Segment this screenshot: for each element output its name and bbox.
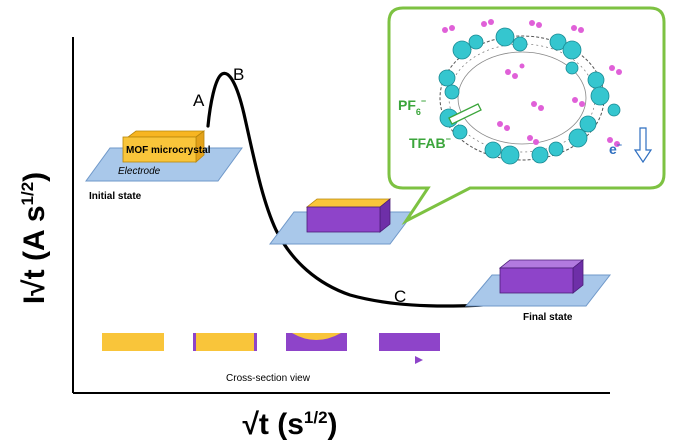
final-state-label: Final state <box>523 312 573 323</box>
x-axis-label: √t (s1/2) <box>242 408 337 441</box>
final-state-illustration: Final state <box>464 259 612 323</box>
cross-section-label: Cross-section view <box>226 373 311 384</box>
electron-flow-arrow <box>633 127 653 164</box>
initial-crystal-top <box>126 130 206 138</box>
anion-label-tfab: TFAB− <box>409 134 451 151</box>
intermediate-state-illustration <box>269 198 415 245</box>
initial-crystal-label: MOF microcrystal <box>126 145 211 156</box>
final-crystal-front <box>499 267 574 294</box>
cross-section-1 <box>102 333 164 351</box>
final-crystal-top <box>498 259 585 269</box>
inset-callout-frame <box>387 6 666 225</box>
initial-crystal-front <box>122 136 197 163</box>
current-transient-curve <box>206 71 494 308</box>
cross-section-3 <box>286 333 347 351</box>
initial-state-label: Initial state <box>89 191 142 202</box>
anion-flow-arrow <box>448 103 482 125</box>
y-axis-label: I√t (A s1/2) <box>18 172 51 304</box>
cross-section-2 <box>193 333 257 351</box>
electron-label: e− <box>609 140 622 157</box>
anion-label-pf6: PF6− <box>398 96 426 117</box>
anion-molecules <box>442 19 622 147</box>
mof-structure-inset: PF6− TFAB− e− <box>387 6 666 225</box>
point-label-b: B <box>233 65 244 84</box>
point-label-c: C <box>394 287 406 306</box>
metal-clusters <box>438 27 621 165</box>
cross-section-arrow-head <box>415 356 423 364</box>
initial-state-illustration: MOF microcrystal Electrode Initial state <box>85 130 243 202</box>
intermediate-crystal-front <box>306 206 381 233</box>
cross-section-sequence: Cross-section view <box>102 333 440 384</box>
cross-section-4 <box>379 333 440 351</box>
point-label-a: A <box>193 91 205 110</box>
axes <box>72 37 610 394</box>
initial-electrode-label: Electrode <box>118 166 161 177</box>
intermediate-crystal-top <box>305 198 392 208</box>
